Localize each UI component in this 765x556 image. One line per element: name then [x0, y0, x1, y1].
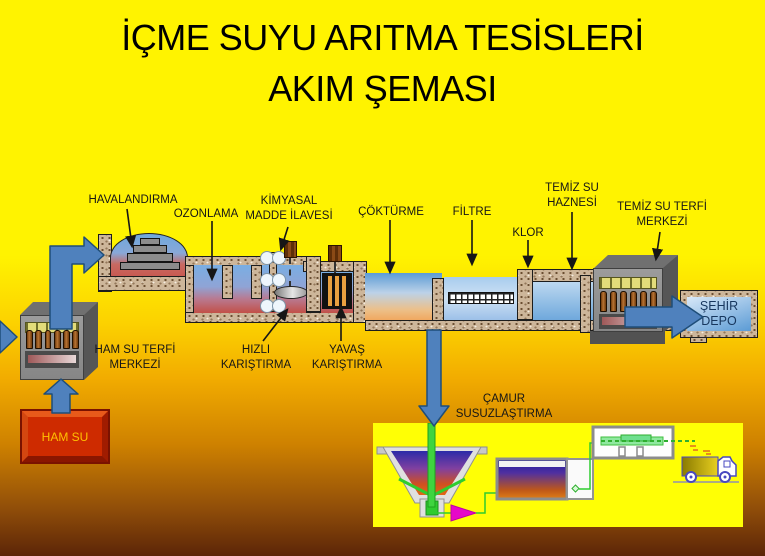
pump-cylinder	[26, 330, 33, 349]
label-temiz-su-terfi-merkezi: TEMİZ SU TERFİ MERKEZİ	[617, 201, 707, 228]
label-ham-su-terfi-merkezi: HAM SU TERFİ MERKEZİ	[94, 344, 176, 371]
mixing-divider-wall	[306, 256, 321, 312]
label-ozonlama: OZONLAMA	[173, 208, 239, 220]
clean-water-pump-station-window-band	[599, 277, 657, 289]
rapid-mixer-motor	[284, 241, 297, 258]
page-title: İÇME SUYU ARITMA TESİSLERİ AKIM ŞEMASI	[0, 12, 765, 114]
slow-mixer-paddle	[322, 273, 352, 309]
clean-water-pump-station-side	[663, 255, 678, 333]
ozone-baffle	[222, 265, 233, 299]
rapid-mixer-impeller	[274, 286, 308, 299]
ozone-tank-bottom-wall	[185, 312, 367, 323]
title-line-2: AKIM ŞEMASI	[268, 68, 497, 109]
ham-su-pump-row	[26, 330, 79, 349]
sludge-dewatering-panel	[373, 423, 743, 527]
sehir-depo-line-2: DEPO	[701, 314, 737, 328]
label-camur-susuzlastirma: ÇAMUR SUSUZLAŞTIRMA	[455, 393, 553, 420]
pump-cylinder	[35, 330, 42, 349]
intake-arrow	[0, 320, 18, 354]
rapid-mixer-shaft	[289, 258, 291, 287]
sludge-holding-tank	[495, 442, 597, 501]
cascade-step	[133, 245, 167, 253]
pump-cylinder	[639, 291, 648, 312]
pump-cylinder	[619, 291, 628, 312]
pump-cylinder	[609, 291, 618, 312]
pump-cylinder	[53, 330, 61, 349]
clean-water-pump-station-outlet-pipe	[602, 317, 654, 325]
ham-su-source-box: HAM SU	[20, 409, 110, 464]
pump-cylinder	[44, 330, 52, 349]
sludge-dewatering-diagram	[376, 423, 739, 522]
title-line-1: İÇME SUYU ARITMA TESİSLERİ	[121, 17, 644, 58]
pump-cylinder	[629, 291, 638, 312]
sludge-valve	[571, 484, 580, 493]
sludge-transfer-piping	[434, 492, 497, 522]
label-temiz-su-haznesi: TEMİZ SU HAZNESİ	[545, 182, 599, 209]
label-yavas-karistirma: YAVAŞ KARIŞTIRMA	[311, 344, 383, 371]
diffuser-ball	[272, 251, 286, 265]
sehir-depo-inner: ŞEHİR DEPO	[687, 297, 751, 331]
cascade-platform	[98, 276, 190, 291]
diffuser-ball	[272, 273, 286, 287]
sludge-flow-arrow	[450, 504, 478, 522]
slow-mixer-motor	[328, 245, 342, 262]
pump-cylinder	[649, 291, 658, 312]
sehir-depo-line-1: ŞEHİR	[699, 299, 739, 313]
pump-cylinder	[600, 291, 608, 312]
label-kimyasal-madde-ilavesi: KİMYASAL MADDE İLAVESİ	[245, 195, 333, 222]
label-cokturme: ÇÖKTÜRME	[358, 206, 424, 218]
sedimentation-basin-water	[365, 273, 442, 320]
label-klor: KLOR	[512, 227, 544, 239]
filter-media-grid	[448, 292, 514, 304]
clean-water-tank-right-wall	[580, 275, 591, 333]
slow-mixer-shaft	[334, 262, 336, 274]
dump-truck	[673, 450, 739, 483]
temiz-su-terfi-pointer	[651, 231, 664, 262]
ham-su-pump-station-outlet-pipe	[28, 355, 76, 363]
cascade-step	[140, 238, 160, 245]
pump-cylinder	[63, 330, 70, 349]
cascade-step	[120, 262, 180, 270]
belt-press-building	[591, 425, 698, 460]
ham-su-label: HAM SU	[41, 429, 89, 444]
label-filtre: FİLTRE	[452, 206, 492, 218]
clean-water-pump-row	[600, 291, 658, 312]
raw-water-to-pump-arrow	[43, 378, 79, 414]
cascade-step	[127, 253, 173, 262]
sludge-pipe-arrow	[418, 329, 450, 427]
label-hizli-karistirma: HIZLI KARIŞTIRMA	[220, 344, 292, 371]
sludge-thickener	[376, 423, 488, 518]
label-havalandirma: HAVALANDIRMA	[88, 194, 178, 206]
clean-water-pump-station-base	[590, 331, 665, 344]
diffuser-ball	[272, 299, 286, 313]
pump-cylinder	[72, 330, 79, 349]
chlorine-dosing-wall	[517, 269, 533, 320]
